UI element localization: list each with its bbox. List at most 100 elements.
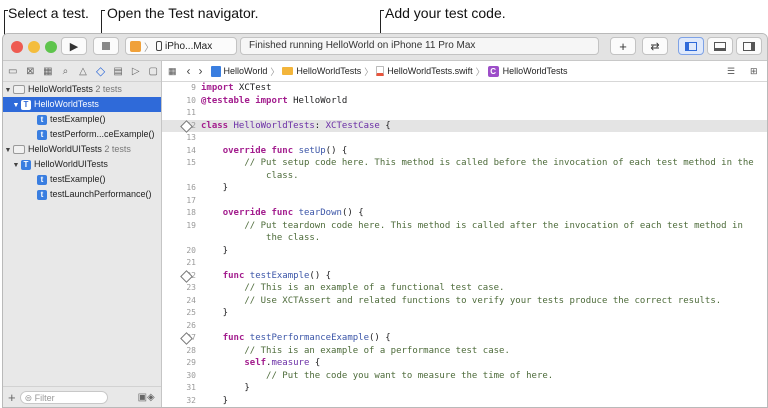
- line-number: 9: [191, 83, 196, 92]
- breadcrumb-folder[interactable]: HelloWorldTests: [296, 66, 362, 76]
- minimize-window-button[interactable]: [28, 41, 40, 53]
- tree-row-uitests-bundle[interactable]: ▼HelloWorldUITests 2 tests: [3, 142, 161, 157]
- code-line[interactable]: 17: [162, 195, 767, 208]
- debug-navigator-icon[interactable]: ▤: [113, 65, 123, 77]
- code-line[interactable]: 29 self.measure {: [162, 357, 767, 370]
- line-number: 23: [186, 283, 196, 292]
- line-number: 21: [186, 258, 196, 267]
- line-number: 32: [186, 395, 196, 405]
- code-line[interactable]: 11: [162, 107, 767, 120]
- run-button[interactable]: ▶: [61, 37, 87, 55]
- close-window-button[interactable]: [11, 41, 23, 53]
- test-bundle-icon: [13, 85, 25, 95]
- editor-options-icon[interactable]: ☰: [727, 65, 736, 76]
- code-line[interactable]: 32 }: [162, 395, 767, 408]
- back-icon[interactable]: ‹: [186, 64, 191, 78]
- breakpoint-navigator-icon[interactable]: ▷: [131, 65, 140, 77]
- scheme-selector[interactable]: 〉 iPho...Max: [125, 37, 237, 55]
- code-line[interactable]: 20 }: [162, 245, 767, 258]
- test-navigator-icon[interactable]: ◇: [95, 64, 106, 78]
- code-text: class.: [201, 170, 299, 181]
- filter-field[interactable]: ⊜ Filter: [19, 390, 108, 404]
- toggle-debug-area-button[interactable]: [707, 37, 733, 55]
- code-line[interactable]: 12class HelloWorldTests: XCTestCase {: [162, 119, 767, 133]
- filter-options-icon[interactable]: ▣◈: [137, 391, 155, 403]
- toggle-navigator-button[interactable]: [678, 37, 704, 55]
- add-icon[interactable]: +: [8, 389, 16, 405]
- code-line[interactable]: 24 // Use XCTAssert and related function…: [162, 295, 767, 308]
- toggle-inspector-button[interactable]: [736, 37, 762, 55]
- disclosure-triangle-icon[interactable]: ▼: [4, 87, 12, 94]
- forward-icon[interactable]: ›: [198, 64, 203, 78]
- symbol-navigator-icon[interactable]: ▦: [43, 65, 53, 77]
- disclosure-triangle-icon[interactable]: ▼: [12, 102, 20, 109]
- code-text: func testExample() {: [222, 270, 332, 281]
- callout-open-navigator: Open the Test navigator.: [107, 5, 259, 21]
- chevron-right-icon: 〉: [144, 42, 154, 54]
- related-items-icon[interactable]: ▦: [168, 65, 177, 76]
- code-line[interactable]: 19 // Put teardown code here. This metho…: [162, 220, 767, 233]
- code-line[interactable]: 27 func testPerformanceExample() {: [162, 332, 767, 345]
- filter-icon: ⊜: [24, 392, 35, 403]
- project-icon: [210, 65, 221, 77]
- tree-row-tests-bundle[interactable]: ▼HelloWorldTests 2 tests: [3, 82, 161, 97]
- line-number: 28: [186, 345, 196, 355]
- code-line[interactable]: 21: [162, 257, 767, 270]
- code-review-button[interactable]: ⇄: [642, 37, 668, 55]
- source-control-navigator-icon[interactable]: ⊠: [26, 65, 35, 77]
- breadcrumb-file[interactable]: HelloWorldTests.swift: [387, 66, 473, 76]
- code-line[interactable]: 26: [162, 320, 767, 333]
- stop-button[interactable]: [93, 37, 119, 55]
- line-number: 13: [186, 133, 196, 142]
- code-line[interactable]: class.: [162, 170, 767, 183]
- breadcrumb-project[interactable]: HelloWorld: [223, 66, 268, 76]
- swift-file-icon: [376, 66, 385, 76]
- library-add-button[interactable]: +: [610, 37, 636, 55]
- code-line[interactable]: 13: [162, 132, 767, 145]
- navigator-selector-bar: ▭ ⊠ ▦ ⌕ △ ◇ ▤ ▷ ▢: [3, 61, 161, 82]
- code-line[interactable]: 30 // Put the code you want to measure t…: [162, 370, 767, 383]
- code-line[interactable]: the class.: [162, 232, 767, 245]
- code-line[interactable]: 31 }: [162, 382, 767, 395]
- chevron-right-icon: 〉: [364, 66, 374, 77]
- test-class-icon: T: [21, 99, 31, 110]
- line-number: 17: [186, 195, 196, 205]
- report-navigator-icon[interactable]: ▢: [148, 65, 158, 77]
- app-scheme-icon: [130, 40, 141, 52]
- find-navigator-icon[interactable]: ⌕: [62, 65, 69, 77]
- disclosure-triangle-icon[interactable]: ▼: [12, 162, 20, 169]
- code-line[interactable]: 22 func testExample() {: [162, 269, 767, 283]
- breadcrumb-symbol[interactable]: HelloWorldTests: [502, 66, 568, 76]
- code-line[interactable]: 18 override func tearDown() {: [162, 207, 767, 220]
- disclosure-triangle-icon[interactable]: ▼: [4, 147, 12, 154]
- zoom-window-button[interactable]: [45, 41, 57, 53]
- code-line[interactable]: 23 // This is an example of a functional…: [162, 282, 767, 295]
- code-text: }: [201, 183, 229, 193]
- line-number: 18: [186, 208, 196, 217]
- code-line[interactable]: 25 }: [162, 307, 767, 320]
- code-line[interactable]: 15 // Put setup code here. This method i…: [162, 157, 767, 170]
- code-line[interactable]: 28 // This is an example of a performanc…: [162, 345, 767, 358]
- project-navigator-icon[interactable]: ▭: [8, 65, 18, 77]
- add-editor-icon[interactable]: ⊞: [750, 65, 758, 76]
- code-line[interactable]: 10@testable import HelloWorld: [162, 95, 767, 108]
- left-panel-icon: [685, 41, 697, 51]
- line-number: 24: [186, 295, 196, 305]
- code-line[interactable]: 16 }: [162, 182, 767, 195]
- code-text: @testable import HelloWorld: [201, 95, 348, 106]
- callout-select-test: Select a test.: [8, 5, 89, 21]
- line-number: 25: [186, 308, 196, 317]
- code-line[interactable]: 14 override func setUp() {: [162, 145, 767, 158]
- issue-navigator-icon[interactable]: △: [79, 65, 87, 77]
- activity-status: Finished running HelloWorld on iPhone 11…: [240, 37, 599, 55]
- play-icon: ▶: [69, 40, 79, 53]
- stop-icon: [102, 42, 110, 50]
